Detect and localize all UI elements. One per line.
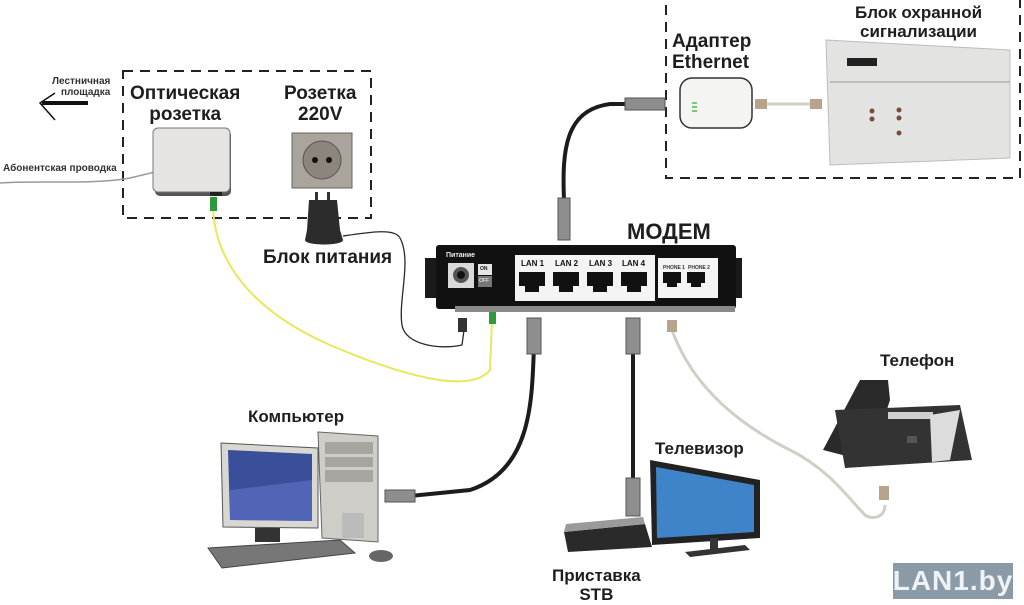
rj45-connector-icon (624, 97, 666, 111)
optical-socket-device (152, 127, 231, 196)
rj45-port-icon[interactable] (587, 272, 613, 292)
stb-label: Приставка STB (552, 566, 641, 604)
phone-cable (670, 329, 887, 519)
lan-port-1[interactable]: LAN 1 (521, 259, 545, 268)
alarm-zone (665, 0, 1021, 179)
modem-switch-off[interactable]: OFF (479, 278, 489, 284)
power-adapter-label: Блок питания (263, 247, 393, 268)
computer-device (207, 431, 393, 569)
rj45-connector-icon (384, 489, 416, 503)
rj45-connector-icon (625, 477, 641, 517)
rj11-connector-icon (810, 99, 822, 109)
subscriber-wiring-label: Абонентская проводка (3, 163, 117, 174)
fiber-connector-icon (489, 310, 496, 324)
rj11-port-icon[interactable] (663, 272, 681, 287)
phone-device (823, 380, 972, 468)
lan-port-2[interactable]: LAN 2 (555, 259, 579, 268)
ethernet-cable-adapter (561, 102, 635, 201)
modem-label: МОДЕМ (627, 219, 711, 244)
rj45-port-icon[interactable] (553, 272, 579, 292)
modem-port-row (519, 272, 705, 292)
subscriber-wiring-cable (0, 171, 156, 184)
ethernet-adapter-device (679, 77, 753, 129)
power-cable (342, 231, 465, 348)
phone-label: Телефон (880, 351, 955, 370)
rj11-port-icon[interactable] (687, 272, 705, 287)
alarm-unit-label: Блок охранной сигнализации (855, 3, 983, 41)
stb-device (564, 517, 652, 552)
rj11-connector-icon (667, 320, 677, 332)
lan-port-3[interactable]: LAN 3 (589, 259, 613, 268)
phone-port-1[interactable]: PHONE 1 (663, 265, 685, 271)
apartment-entry-zone (122, 70, 372, 219)
watermark-logo: LAN1.by (893, 563, 1013, 599)
phone-port-2[interactable]: PHONE 2 (688, 265, 710, 271)
rj45-port-icon[interactable] (519, 272, 545, 292)
power-socket-label: Розетка 220V (284, 83, 357, 125)
rj45-connector-icon (526, 317, 542, 355)
ethernet-adapter-label: Адаптер Ethernet (672, 31, 752, 73)
rj45-connector-icon (557, 197, 571, 241)
rj45-connector-icon (625, 317, 641, 355)
power-plug-icon (458, 318, 467, 332)
rj11-connector-icon (879, 486, 889, 500)
alarm-unit-device (825, 39, 1011, 166)
rj45-port-icon[interactable] (621, 272, 647, 292)
tv-label: Телевизор (655, 439, 744, 458)
modem-switch-on[interactable]: ON (480, 266, 488, 272)
power-adapter-device (305, 192, 343, 245)
computer-label: Компьютер (248, 407, 345, 426)
rj11-connector-icon (755, 99, 767, 109)
stairwell-arrow-icon (38, 92, 88, 121)
modem-power-label: Питание (446, 252, 476, 259)
ethernet-cable-computer (409, 344, 536, 498)
optical-socket-label: Оптическая розетка (130, 83, 241, 125)
lan-port-4[interactable]: LAN 4 (622, 259, 646, 268)
stairwell-label: Лестничная площадка (52, 76, 111, 98)
tv-device (650, 460, 760, 557)
power-socket-device (291, 132, 353, 189)
fiber-cable (212, 207, 493, 383)
fiber-connector-icon (210, 197, 217, 211)
